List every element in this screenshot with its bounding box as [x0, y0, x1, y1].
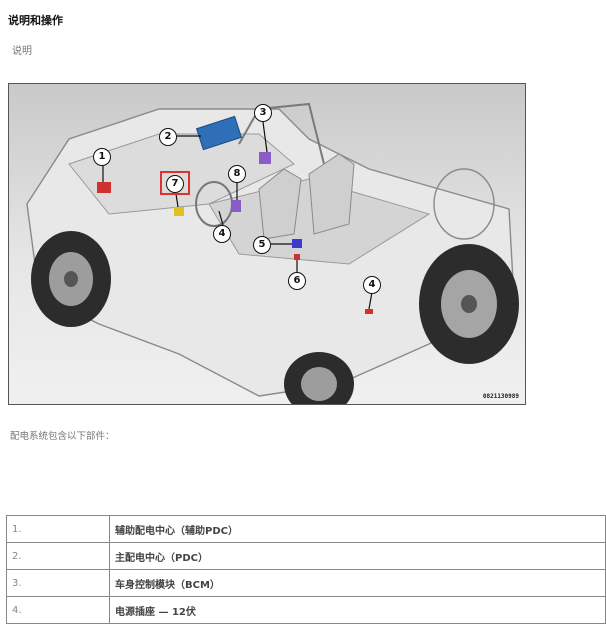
- callout-3: 3: [254, 104, 272, 122]
- callout-7-highlight: [160, 171, 190, 195]
- part-number: 2.: [6, 542, 110, 570]
- callout-7: 7: [166, 175, 184, 193]
- auxiliary-pdc-component: [97, 182, 111, 193]
- callout-1: 1: [93, 148, 111, 166]
- part-name: 主配电中心（PDC）: [109, 542, 606, 570]
- part-name: 车身控制模块（BCM）: [109, 569, 606, 597]
- callout-4-rear: 4: [363, 276, 381, 294]
- callout-5: 5: [253, 236, 271, 254]
- power-outlet-rear-component: [365, 309, 373, 314]
- figure-id-label: 0821130989: [482, 393, 519, 400]
- section-title: 说明和操作: [8, 14, 63, 27]
- part-number: 3.: [6, 569, 110, 597]
- part-name: 电源插座 — 12伏: [109, 596, 606, 624]
- part-number: 4.: [6, 596, 110, 624]
- module-7-component: [174, 207, 184, 216]
- vehicle-component-figure: 1 2 3 4 4 5 6 7 8 0821130989: [8, 83, 526, 405]
- table-row: 4. 电源插座 — 12伏: [6, 596, 606, 624]
- front-left-wheel: [31, 231, 111, 327]
- callout-6: 6: [288, 272, 306, 290]
- vehicle-illustration: [26, 102, 519, 404]
- bcm-component: [259, 152, 271, 164]
- callout-2: 2: [159, 128, 177, 146]
- intro-text: 配电系统包含以下部件：: [10, 431, 115, 442]
- module-6-component: [294, 254, 300, 260]
- table-row: 2. 主配电中心（PDC）: [6, 542, 606, 570]
- part-number: 1.: [6, 515, 110, 543]
- table-row: 1. 辅助配电中心（辅助PDC）: [6, 515, 606, 543]
- rear-right-wheel: [419, 244, 519, 364]
- pdc-component: [195, 115, 243, 151]
- module-5-component: [292, 239, 302, 248]
- part-name: 辅助配电中心（辅助PDC）: [109, 515, 606, 543]
- module-8-component: [231, 200, 241, 212]
- subsection-title: 说明: [12, 46, 32, 57]
- front-right-wheel: [284, 352, 354, 404]
- callout-8: 8: [228, 165, 246, 183]
- callout-4-front: 4: [213, 225, 231, 243]
- parts-table: 1. 辅助配电中心（辅助PDC） 2. 主配电中心（PDC） 3. 车身控制模块…: [6, 515, 606, 624]
- table-row: 3. 车身控制模块（BCM）: [6, 569, 606, 597]
